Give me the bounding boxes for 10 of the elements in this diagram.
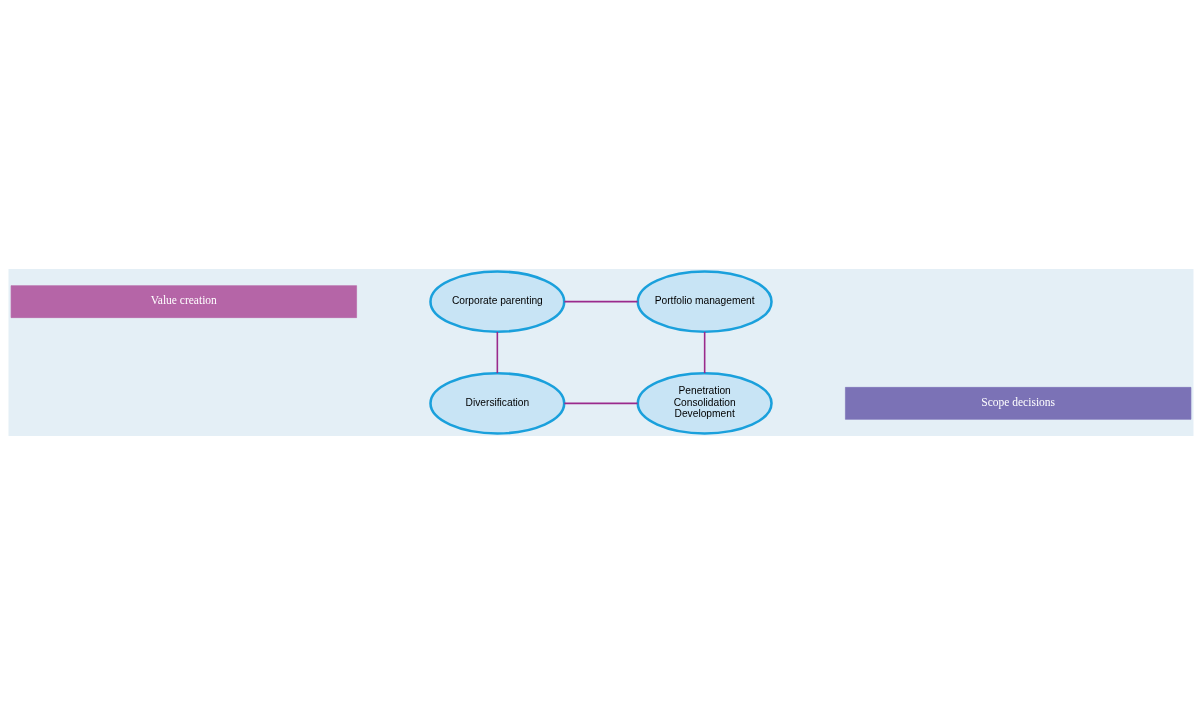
- node-box: Value creation: [10, 285, 357, 318]
- node-ellipse: Corporate parenting: [429, 270, 566, 333]
- connector: [563, 300, 639, 303]
- node-ellipse: Portfolio management: [636, 270, 773, 333]
- node-ellipse: Diversification: [429, 372, 566, 435]
- connector: [496, 331, 499, 374]
- node-ellipse: Penetration Consolidation Development: [636, 372, 773, 435]
- node-box: Scope decisions: [845, 387, 1192, 420]
- connector: [563, 402, 639, 405]
- connector: [703, 331, 706, 374]
